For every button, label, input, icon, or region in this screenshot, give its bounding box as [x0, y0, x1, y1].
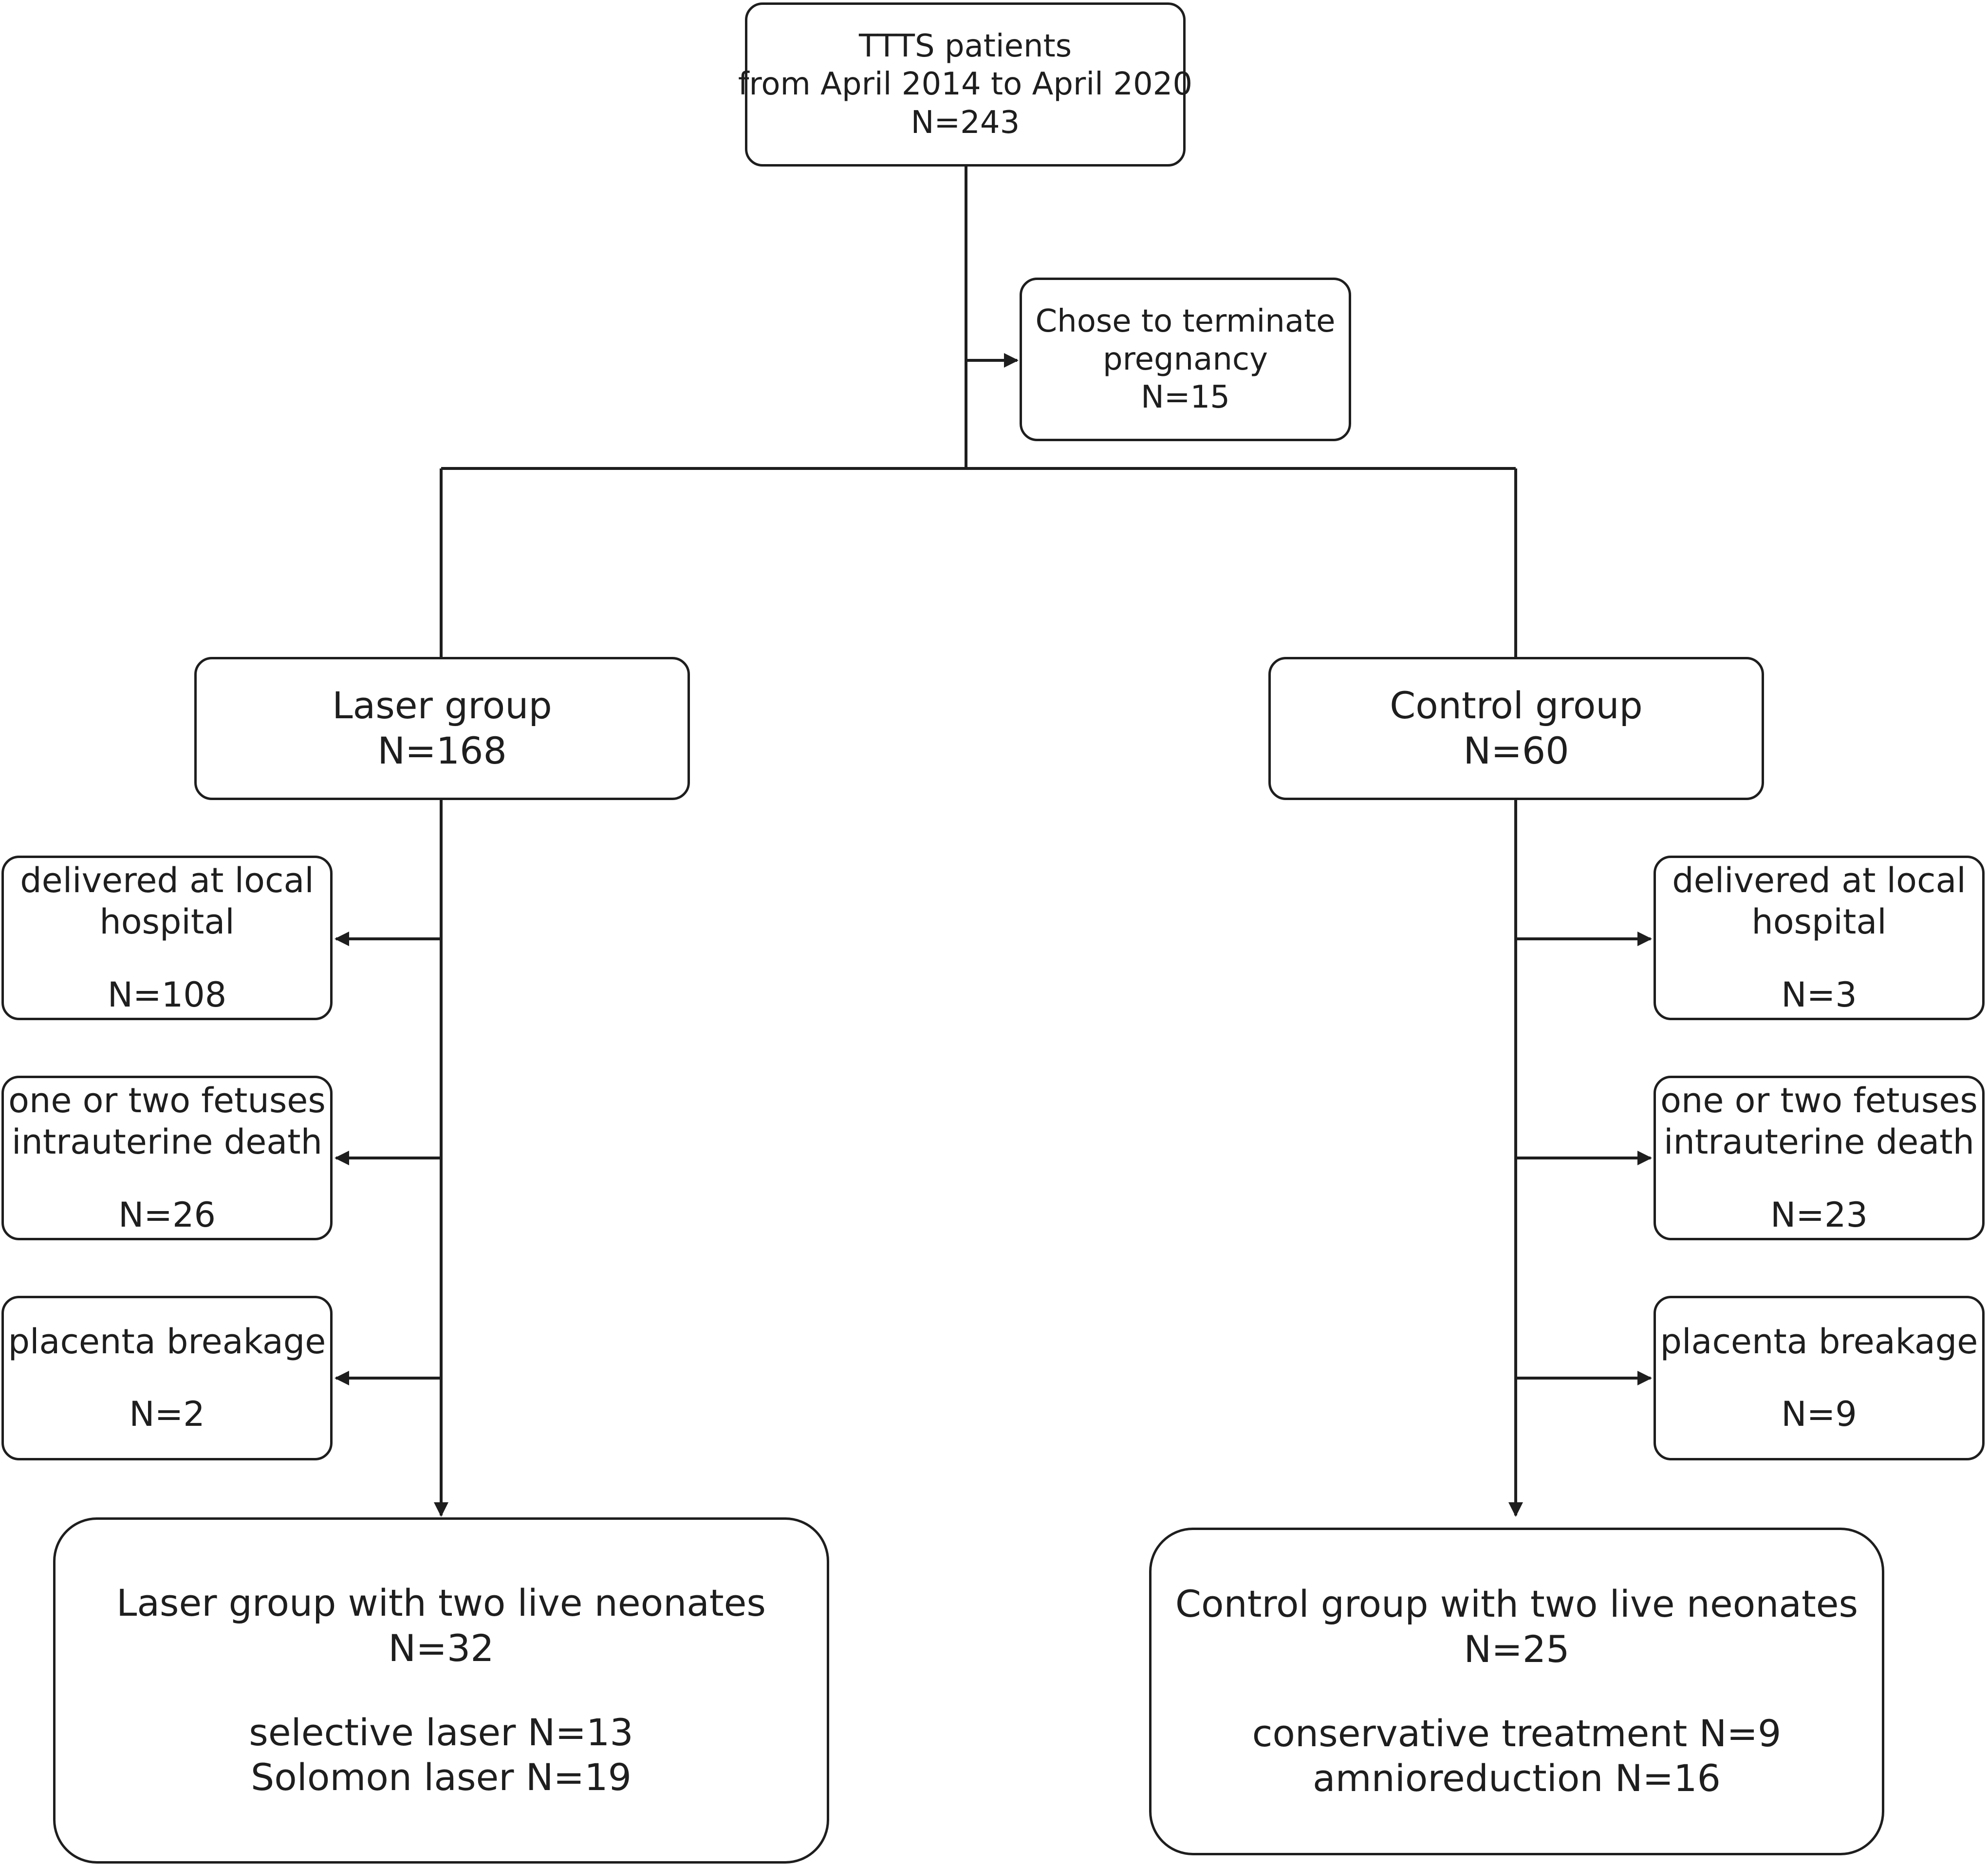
laser-final-count: N=32 — [388, 1626, 494, 1670]
exclusion-count: N=23 — [1770, 1195, 1868, 1235]
exclusion-line-1: placenta breakage — [1660, 1321, 1978, 1362]
root-count: N=243 — [910, 104, 1020, 141]
exclusion-line-1: delivered at local — [1672, 860, 1966, 900]
exclusion-count: N=2 — [129, 1394, 205, 1434]
laser-group-title: Laser group — [332, 684, 552, 728]
exclusion-line-2: hospital — [99, 902, 235, 942]
exclusion-line-1: one or two fetuses — [8, 1080, 326, 1120]
laser-exclusion-placenta-breakage: placenta breakage N=2 — [1, 1296, 333, 1460]
control-final-title: Control group with two live neonates — [1175, 1582, 1858, 1626]
control-group-count: N=60 — [1463, 729, 1569, 772]
exclusion-line-2: hospital — [1751, 902, 1887, 942]
terminate-count: N=15 — [1141, 379, 1230, 416]
exclusion-line-1: delivered at local — [20, 860, 314, 900]
exclusion-count: N=26 — [118, 1195, 216, 1235]
control-exclusion-fetal-death: one or two fetuses intrauterine death N=… — [1654, 1076, 1985, 1240]
control-group-box: Control group N=60 — [1268, 657, 1764, 800]
exclusion-count: N=9 — [1781, 1394, 1857, 1434]
root-title: TTTS patients — [858, 28, 1072, 65]
laser-final-detail-2: Solomon laser N=19 — [251, 1755, 632, 1799]
laser-group-box: Laser group N=168 — [194, 657, 690, 800]
terminate-line-1: Chose to terminate — [1035, 303, 1336, 339]
exclusion-count: N=3 — [1781, 974, 1857, 1015]
laser-exclusion-local-hospital: delivered at local hospital N=108 — [1, 856, 333, 1020]
root-period: from April 2014 to April 2020 — [738, 66, 1193, 103]
exclusion-line-1: one or two fetuses — [1660, 1080, 1978, 1120]
control-exclusion-local-hospital: delivered at local hospital N=3 — [1654, 856, 1985, 1020]
terminate-line-2: pregnancy — [1103, 341, 1268, 377]
control-final-detail-1: conservative treatment N=9 — [1252, 1711, 1782, 1755]
control-group-title: Control group — [1390, 684, 1643, 728]
laser-group-count: N=168 — [377, 729, 507, 772]
laser-exclusion-fetal-death: one or two fetuses intrauterine death N=… — [1, 1076, 333, 1240]
exclusion-line-2: intrauterine death — [1664, 1122, 1974, 1162]
control-final-count: N=25 — [1464, 1627, 1570, 1671]
control-final-detail-2: amnioreduction N=16 — [1313, 1756, 1721, 1800]
laser-final-detail-1: selective laser N=13 — [249, 1710, 633, 1754]
exclusion-line-1: placenta breakage — [8, 1321, 326, 1362]
terminate-box: Chose to terminate pregnancy N=15 — [1020, 278, 1351, 441]
laser-final-title: Laser group with two live neonates — [116, 1581, 766, 1625]
control-exclusion-placenta-breakage: placenta breakage N=9 — [1654, 1296, 1985, 1460]
exclusion-line-2: intrauterine death — [12, 1122, 322, 1162]
exclusion-count: N=108 — [107, 974, 227, 1015]
control-final-box: Control group with two live neonates N=2… — [1149, 1528, 1884, 1855]
laser-final-box: Laser group with two live neonates N=32 … — [53, 1517, 829, 1864]
root-box: TTTS patients from April 2014 to April 2… — [738, 2, 1192, 167]
